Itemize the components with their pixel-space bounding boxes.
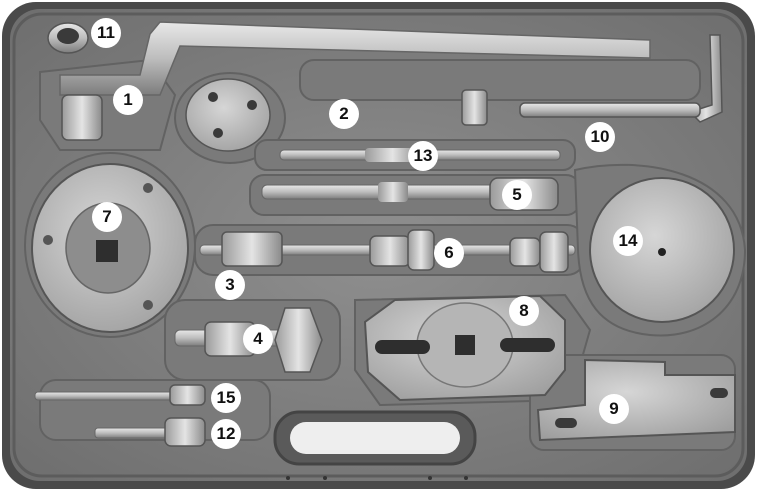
label-10: 10 <box>585 122 615 152</box>
label-15: 15 <box>211 383 241 413</box>
case-rivets <box>286 476 468 480</box>
tool-9-bracket <box>536 358 736 442</box>
label-5: 5 <box>502 180 532 210</box>
label-14: 14 <box>613 226 643 256</box>
label-4: 4 <box>243 324 273 354</box>
tool-2-holding-plate <box>185 78 488 152</box>
label-7: 7 <box>92 202 122 232</box>
tool-3-6-adjuster <box>199 229 576 273</box>
tool-7-flange <box>31 163 189 333</box>
tool-11-socket <box>47 22 89 54</box>
label-12: 12 <box>211 419 241 449</box>
tool-15-12-pins <box>34 384 206 447</box>
tool-14-disc <box>589 177 735 323</box>
tool-10-allen-key <box>519 34 723 123</box>
label-1: 1 <box>113 85 143 115</box>
label-6: 6 <box>434 238 464 268</box>
label-8: 8 <box>509 296 539 326</box>
label-2: 2 <box>329 99 359 129</box>
tool-1-crank-bar <box>59 21 651 141</box>
label-9: 9 <box>599 394 629 424</box>
label-11: 11 <box>91 18 121 48</box>
label-13: 13 <box>408 141 438 171</box>
handle-opening <box>290 422 460 454</box>
label-3: 3 <box>215 270 245 300</box>
